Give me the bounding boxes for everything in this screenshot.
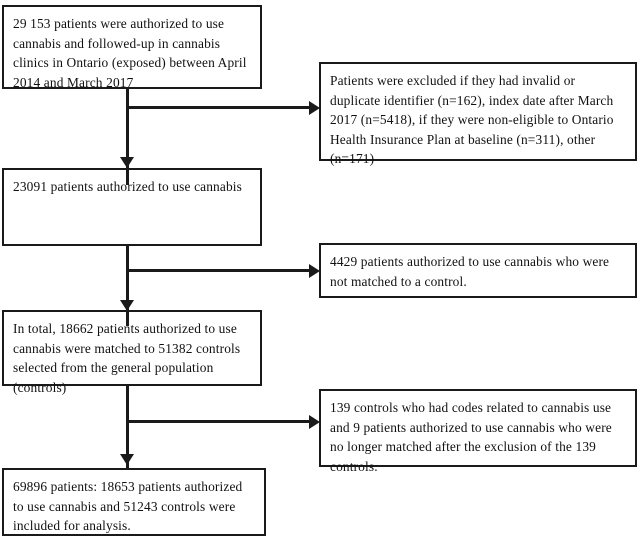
connector-authorized-to-excluded-line [126, 269, 314, 272]
connector-matched-to-final-line [126, 386, 129, 470]
box-exposed-cohort: 29 153 patients were authorized to use c… [2, 5, 262, 90]
box-matched-cohort: In total, 18662 patients authorized to u… [2, 310, 262, 395]
arrow-down-icon-authorized-to-matched [120, 300, 134, 311]
arrow-down-icon-matched-to-final [120, 454, 134, 465]
arrow-down-icon-exposed-to-authorized [120, 157, 134, 168]
connector-exposed-to-excluded-line [126, 106, 314, 109]
box-excluded-cannabis-codes: 139 controls who had codes related to ca… [319, 389, 637, 474]
connector-authorized-to-matched-line [126, 246, 129, 326]
box-final-analysis-cohort: 69896 patients: 18653 patients authorize… [2, 468, 266, 536]
connector-matched-to-excluded-line [126, 420, 314, 423]
arrow-right-icon-authorized-to-excluded [309, 264, 320, 278]
connector-exposed-to-authorized-line [126, 89, 129, 185]
arrow-right-icon-exposed-to-excluded [309, 101, 320, 115]
box-authorized-cannabis: 23091 patients authorized to use cannabi… [2, 168, 262, 246]
box-excluded-invalid-duplicate: Patients were excluded if they had inval… [319, 62, 637, 166]
box-excluded-unmatched: 4429 patients authorized to use cannabis… [319, 243, 637, 298]
arrow-right-icon-matched-to-excluded [309, 415, 320, 429]
